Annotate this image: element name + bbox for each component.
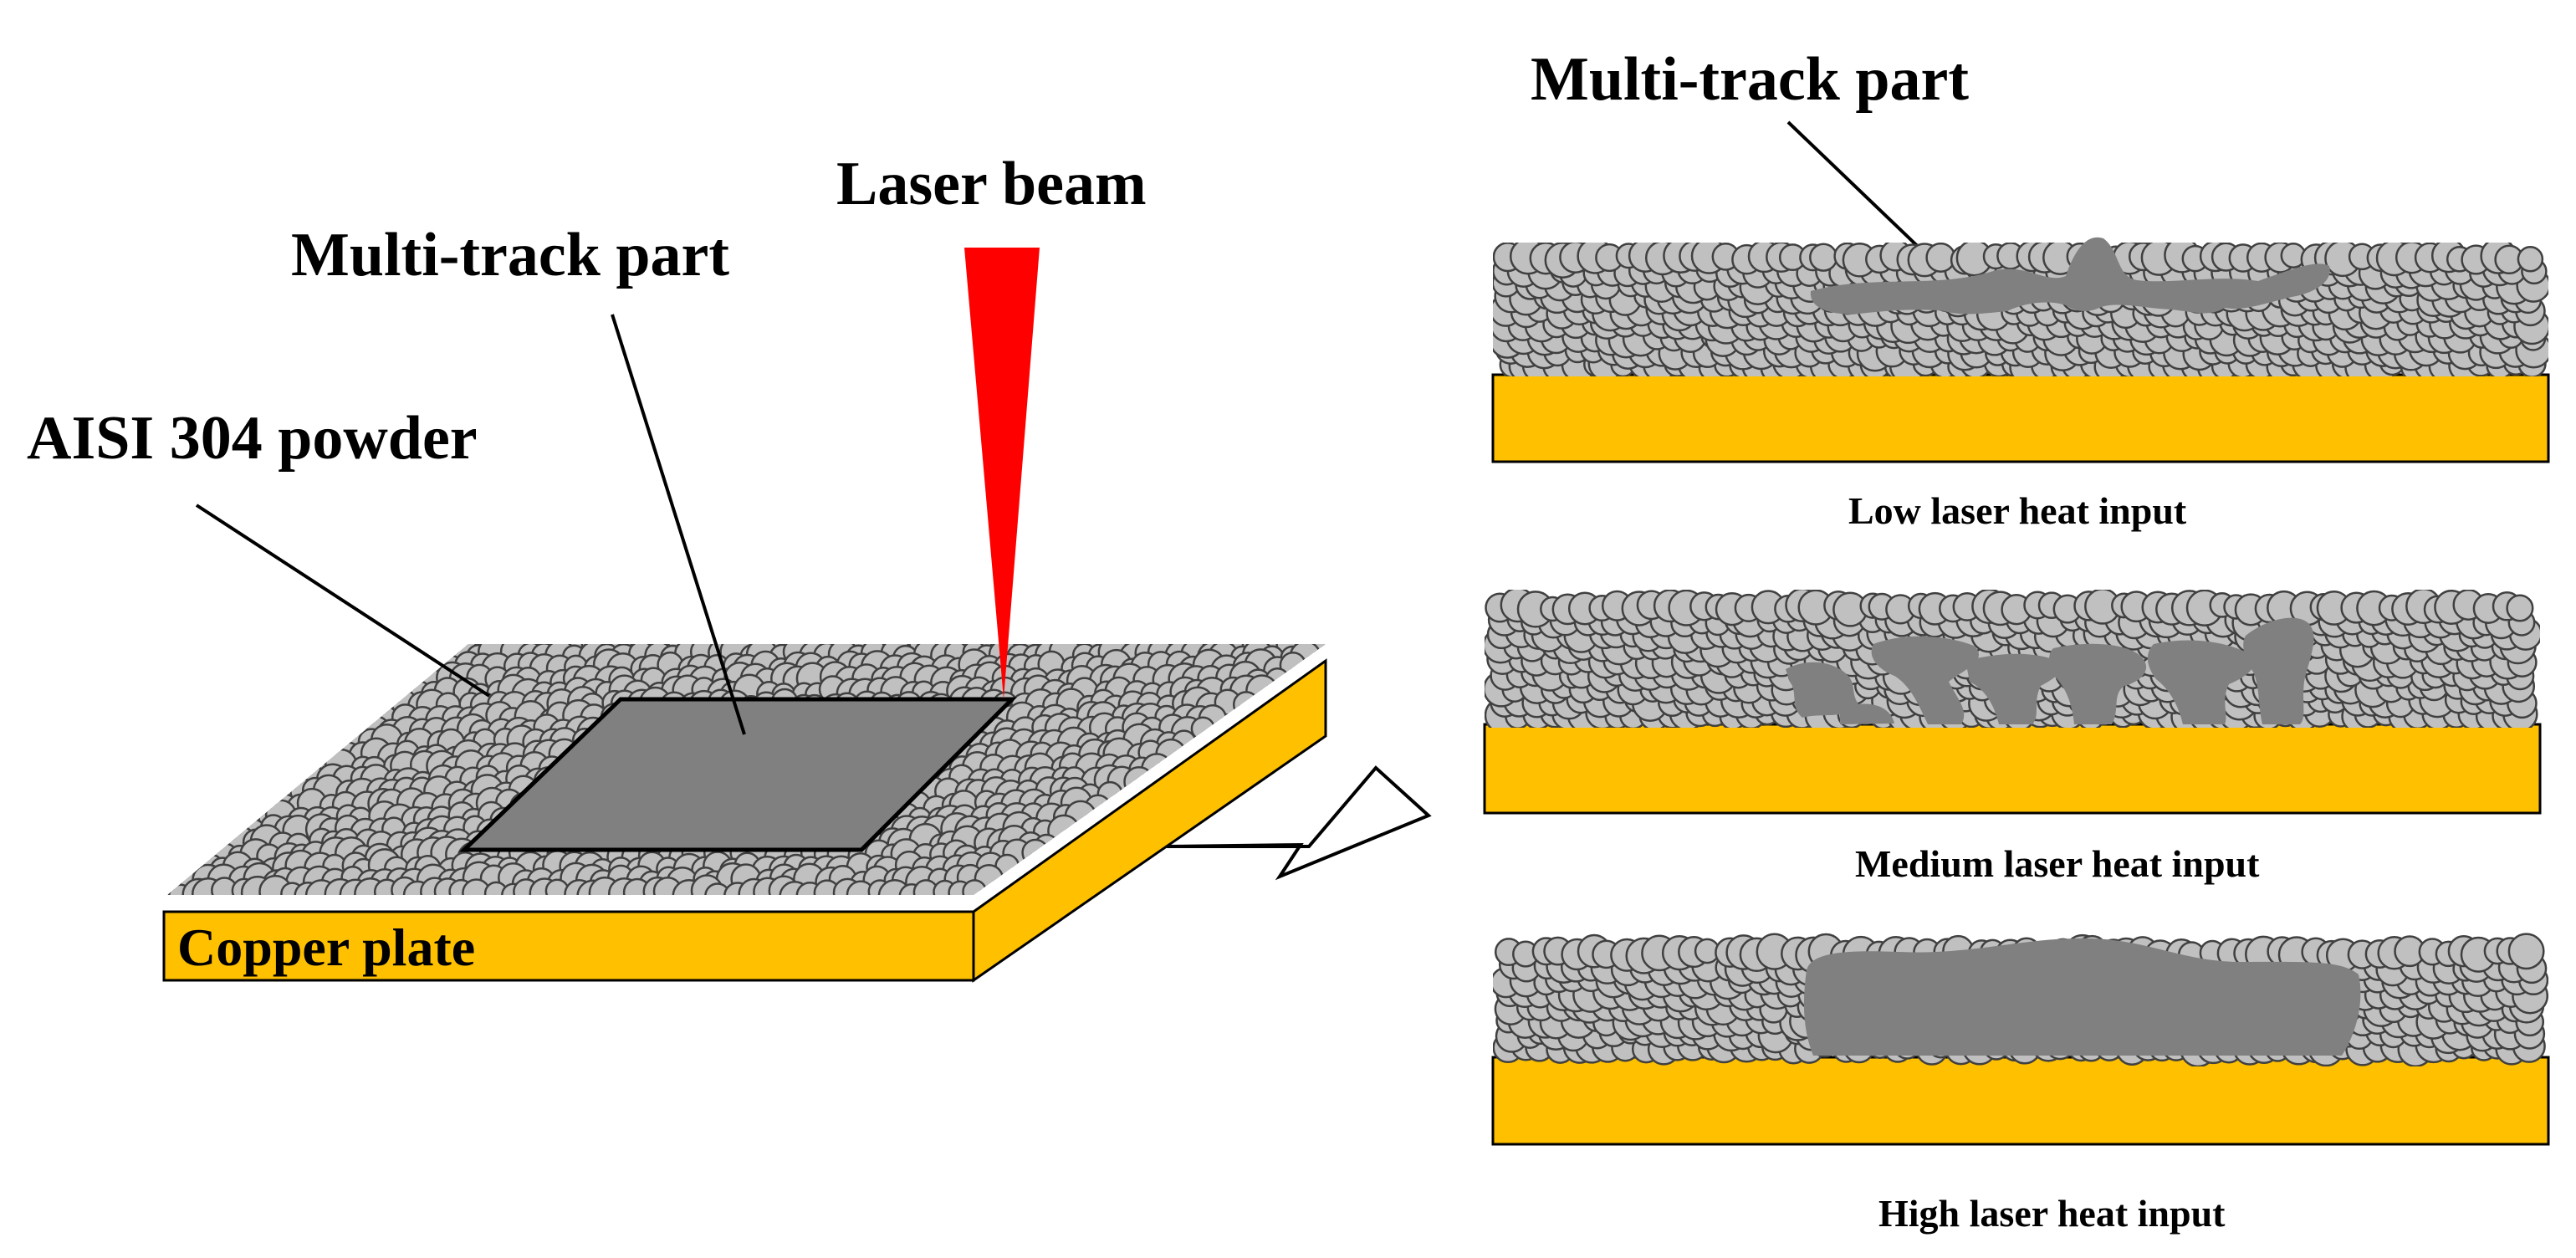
section-low-powder <box>1493 243 2548 376</box>
label-copper-plate: Copper plate <box>177 918 476 977</box>
caption-low-heat: Low laser heat input <box>1848 489 2187 532</box>
label-powder: AISI 304 powder <box>27 404 478 473</box>
label-multi-track-left: Multi-track part <box>291 221 730 289</box>
section-high-melt-track <box>1803 938 2361 1056</box>
section-high-heat <box>1491 933 2550 1146</box>
section-high-substrate <box>1491 1056 2550 1146</box>
section-low-melt-track <box>1810 237 2330 314</box>
label-multi-track-right: Multi-track part <box>1531 45 1970 114</box>
section-low-substrate <box>1491 373 2550 463</box>
section-medium-substrate <box>1483 723 2542 815</box>
leader-multi-track-left <box>611 314 746 735</box>
caption-medium-heat: Medium laser heat input <box>1855 842 2260 885</box>
copper-plate-front <box>162 910 975 982</box>
laser-beam <box>964 248 1040 699</box>
section-medium-melt-fragments <box>1786 617 2314 724</box>
multi-track-part-left <box>458 697 1018 852</box>
section-medium-heat <box>1483 590 2542 815</box>
copper-plate-3d <box>162 658 1327 983</box>
label-laser-beam: Laser beam <box>836 150 1147 218</box>
caption-high-heat: High laser heat input <box>1878 1192 2226 1235</box>
arrow-right <box>1166 765 1432 881</box>
leader-powder <box>195 504 491 698</box>
section-low-heat <box>1491 237 2550 463</box>
